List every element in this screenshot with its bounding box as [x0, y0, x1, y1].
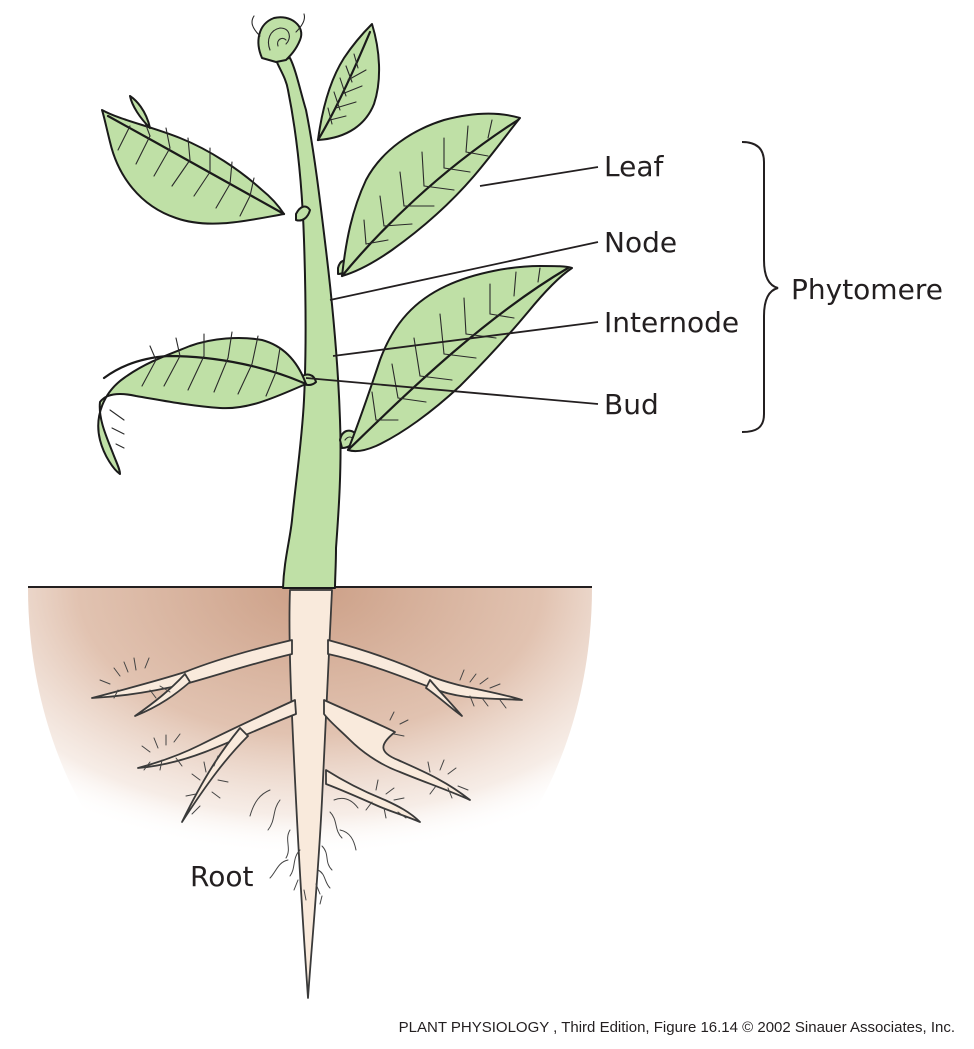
leaf-upper-right [340, 112, 521, 278]
label-bud: Bud [604, 388, 659, 421]
label-phytomere: Phytomere [791, 273, 943, 306]
leaf-lower-right [346, 265, 573, 453]
leaf-top-right [316, 23, 381, 142]
leaf-upper-left [101, 95, 286, 225]
leader-bud [305, 377, 599, 405]
leader-node [329, 241, 599, 301]
figure-credit: PLANT PHYSIOLOGY , Third Edition, Figure… [399, 1019, 955, 1036]
stem [251, 13, 342, 589]
phytomere-brace [741, 141, 779, 433]
label-internode: Internode [604, 306, 739, 339]
label-node: Node [604, 226, 677, 259]
root-system [91, 589, 523, 999]
leader-lines [305, 166, 599, 405]
leader-internode [332, 321, 599, 357]
label-root: Root [190, 860, 253, 893]
label-leaf: Leaf [604, 150, 664, 183]
leader-leaf [479, 166, 599, 187]
leaf-lower-left [97, 331, 308, 475]
